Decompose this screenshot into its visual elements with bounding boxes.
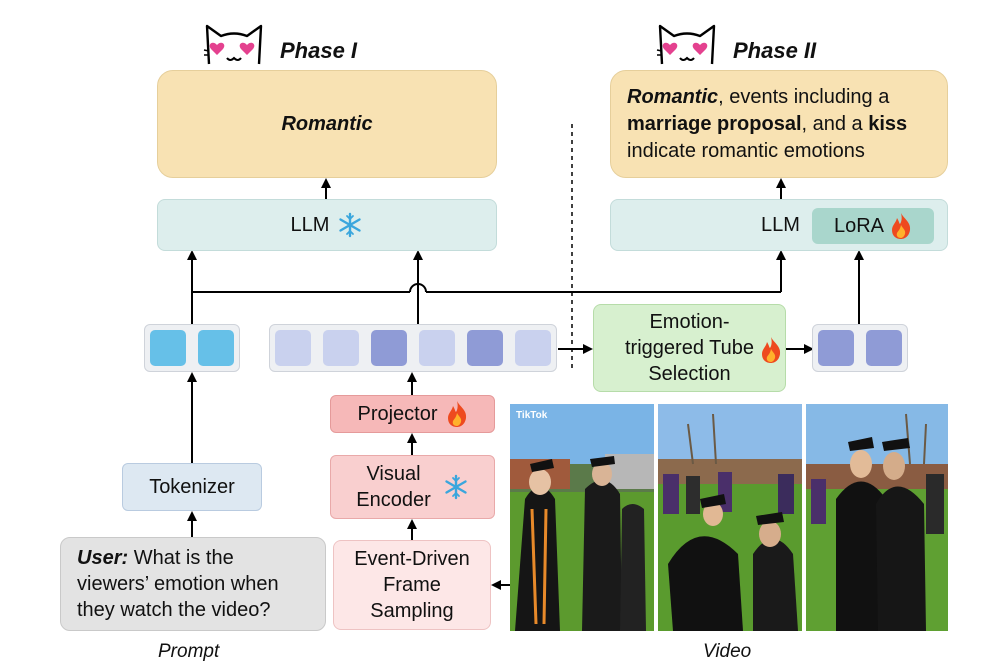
phase2-title: Phase II xyxy=(733,38,817,63)
snowflake-icon xyxy=(339,212,362,238)
user-label: User: xyxy=(77,547,129,569)
frame-sampling-box: Event-Driven Frame Sampling xyxy=(333,540,491,630)
phase2-output-box: Romantic, events including a marriage pr… xyxy=(610,70,948,178)
text-token xyxy=(198,330,234,366)
cat-heart-eyes-icon xyxy=(203,24,263,65)
prompt-caption: Prompt xyxy=(158,641,220,662)
fire-icon xyxy=(447,401,466,427)
tube-selection-line1: Emotion- xyxy=(649,311,730,333)
llm-label: LLM xyxy=(290,213,330,236)
output-keyword-proposal: marriage proposal xyxy=(627,112,802,135)
visual-encoder-label-line2: Encoder xyxy=(356,489,431,511)
frame-sampling-line1: Event-Driven xyxy=(354,548,470,570)
fire-icon xyxy=(892,213,911,239)
prompt-question-line2: viewers’ emotion when xyxy=(77,573,279,595)
phase1-title: Phase I xyxy=(280,38,358,63)
output-text-3: indicate romantic emotions xyxy=(627,139,865,162)
tokenizer-box: Tokenizer xyxy=(122,463,262,511)
output-keyword-kiss: kiss xyxy=(868,112,908,135)
visual-token xyxy=(419,330,455,366)
llm-label: LLM xyxy=(761,213,800,236)
visual-token xyxy=(467,330,503,366)
visual-token xyxy=(323,330,359,366)
selected-token xyxy=(866,330,902,366)
output-text-2: , and a xyxy=(801,112,869,135)
phase1-output-text: Romantic xyxy=(281,112,373,135)
projector-box: Projector xyxy=(330,395,495,433)
visual-token-strip xyxy=(269,324,557,372)
selected-token xyxy=(818,330,854,366)
video-watermark: TikTok xyxy=(516,410,548,421)
lora-box: LoRA xyxy=(812,208,934,244)
visual-encoder-label-line1: Visual xyxy=(366,463,421,485)
snowflake-icon xyxy=(445,474,467,500)
frame-sampling-line3: Sampling xyxy=(370,600,454,622)
video-frame: TikTok xyxy=(510,404,654,631)
visual-token xyxy=(275,330,311,366)
frame-sampling-line2: Frame xyxy=(383,574,441,596)
prompt-box: User: What is the viewers’ emotion when … xyxy=(60,537,326,631)
fire-icon xyxy=(762,337,781,363)
cat-heart-eyes-icon xyxy=(656,24,716,65)
tube-selection-line2: triggered Tube xyxy=(625,337,754,359)
visual-token xyxy=(371,330,407,366)
video-frame xyxy=(658,404,802,631)
phase1-output-box: Romantic xyxy=(157,70,497,178)
visual-encoder-box: Visual Encoder xyxy=(330,455,495,519)
video-caption: Video xyxy=(703,641,752,662)
output-text-1: , events including a xyxy=(718,85,890,108)
tube-selection-line3: Selection xyxy=(648,363,731,385)
visual-token xyxy=(515,330,551,366)
lora-label: LoRA xyxy=(833,214,885,237)
output-keyword-romantic: Romantic xyxy=(627,85,719,108)
projector-label: Projector xyxy=(357,402,438,425)
video-frame xyxy=(806,404,948,631)
tube-selection-box: Emotion- triggered Tube Selection xyxy=(593,304,786,392)
prompt-question-line3: they watch the video? xyxy=(77,599,271,621)
prompt-question-line1: What is the xyxy=(128,547,234,569)
text-token xyxy=(150,330,186,366)
phase1-llm-box: LLM xyxy=(157,199,497,251)
tokenizer-label: Tokenizer xyxy=(149,475,235,498)
